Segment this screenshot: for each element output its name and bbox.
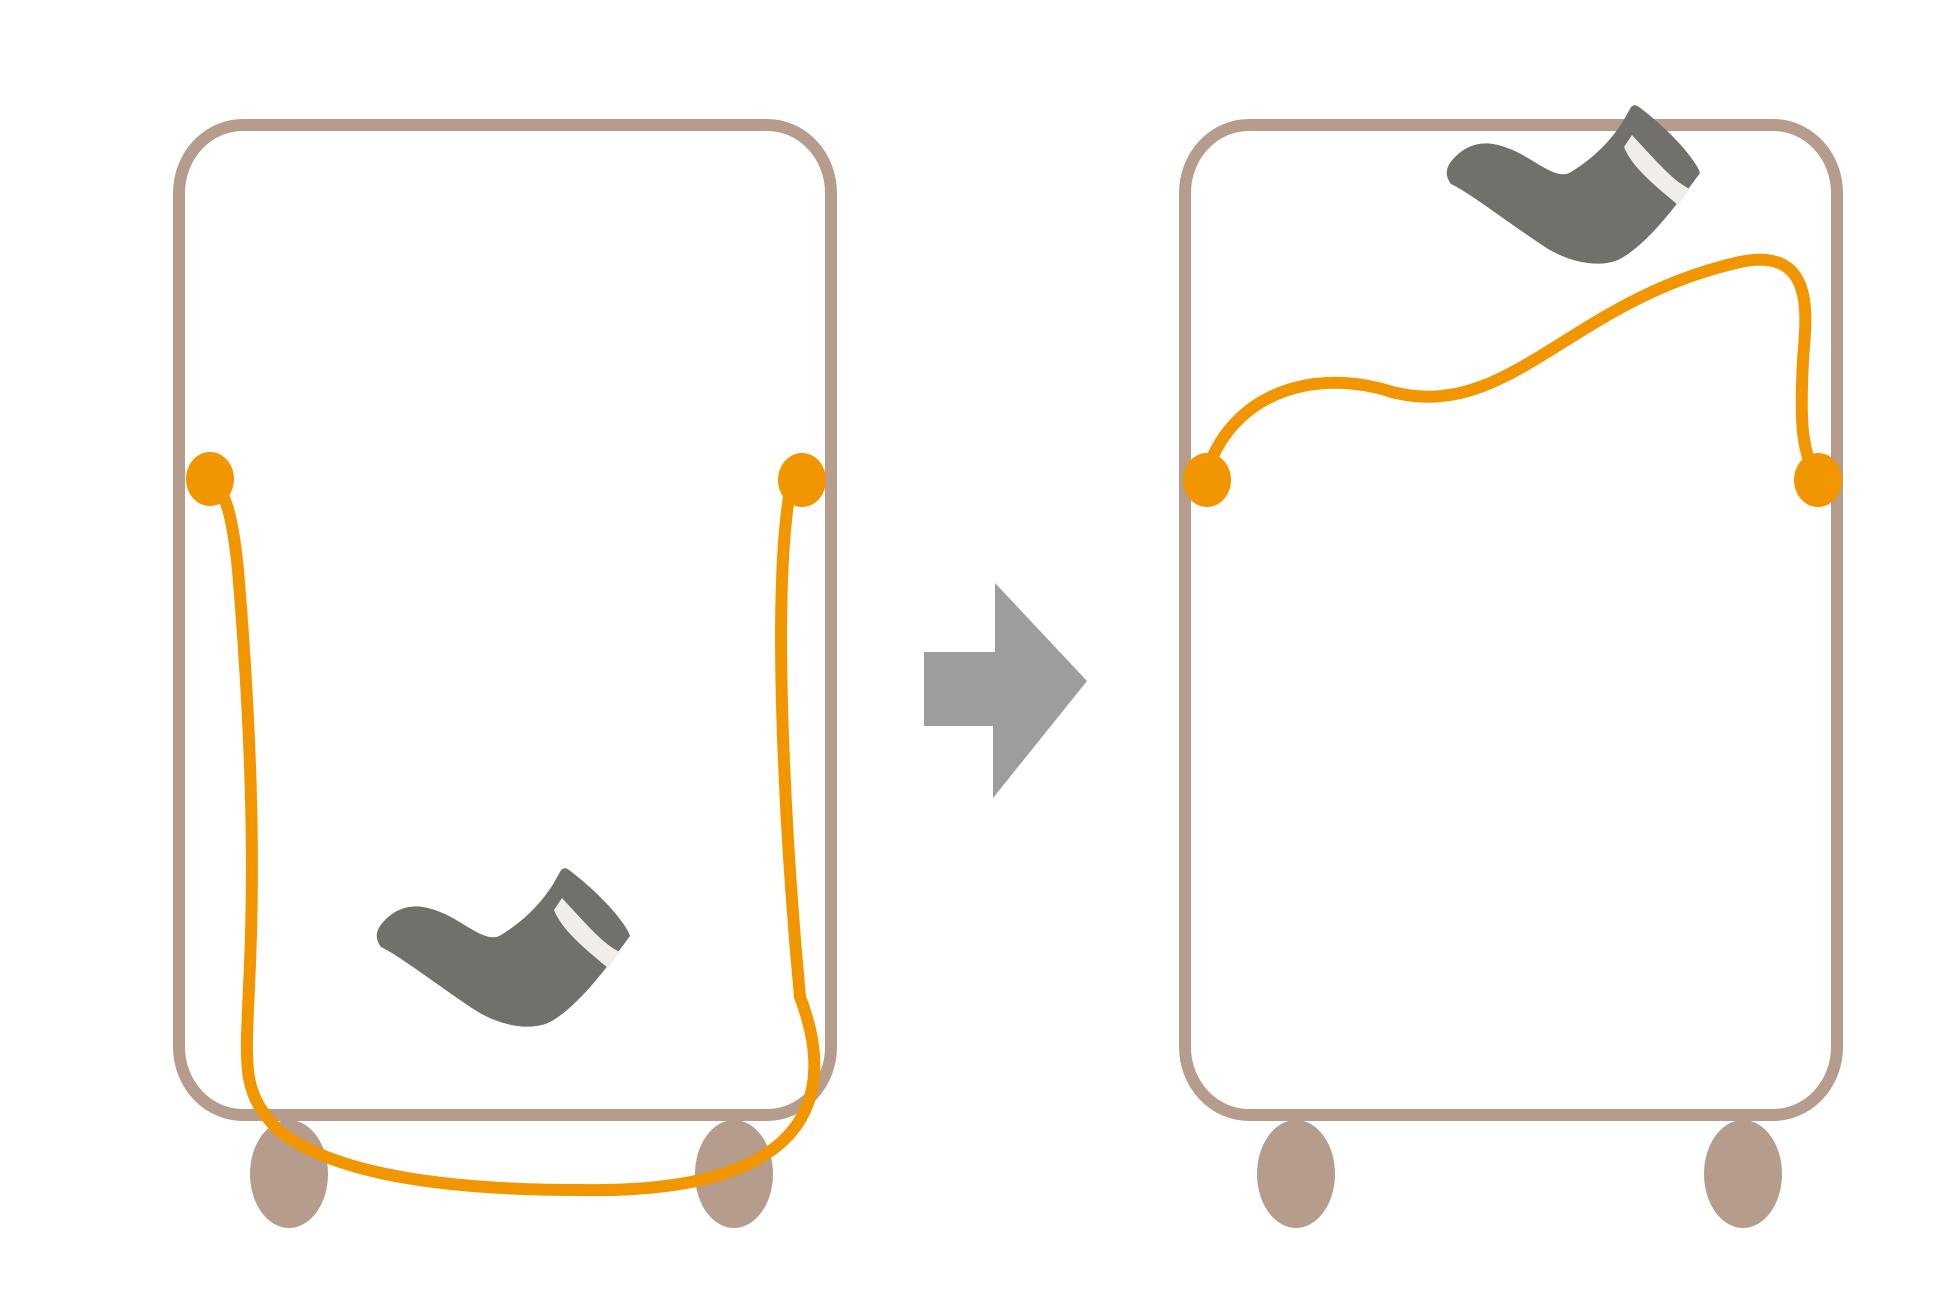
wheel-right: [1704, 1120, 1782, 1228]
panel-before: [173, 119, 837, 1228]
right-arrow-icon: [924, 583, 1087, 798]
string-anchor-right: [1794, 453, 1842, 507]
wheel-left: [1257, 1120, 1335, 1228]
frame: [1179, 119, 1843, 1121]
string-anchor-left: [186, 452, 234, 506]
sock: [376, 868, 630, 1027]
string: [205, 474, 821, 1197]
string-anchor-right: [778, 453, 826, 507]
frame: [173, 119, 837, 1121]
string-anchor-left: [1183, 453, 1231, 507]
string: [1202, 253, 1818, 474]
sock: [1446, 105, 1700, 264]
panel-after: [1179, 105, 1843, 1228]
sock-band: [1624, 135, 1690, 205]
sock-band: [554, 898, 620, 968]
